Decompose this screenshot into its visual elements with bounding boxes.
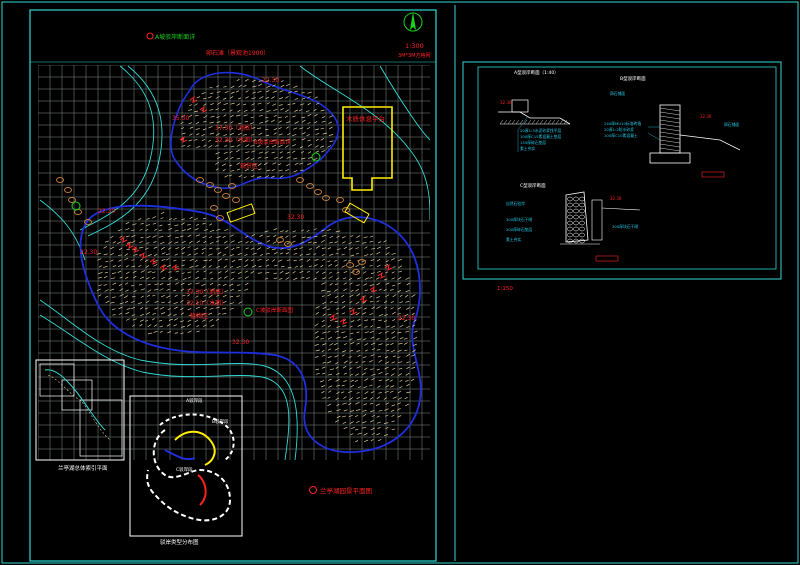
pond-edge-lower xyxy=(79,204,422,453)
svg-text:自然石驳岸: 自然石驳岸 xyxy=(506,201,525,206)
section-b-drawing: B型驳岸断面 32.30 卵石铺面 240厚MU10标准砖墙 20厚1:2防水砂… xyxy=(604,75,741,178)
elev-lower-center: 32.30 xyxy=(232,339,249,346)
zone-label-b: B驳岸段 xyxy=(212,418,229,425)
svg-text:240厚MU10标准砖墙: 240厚MU10标准砖墙 xyxy=(604,121,641,126)
section-b-title: B型驳岸断面 xyxy=(620,75,646,82)
zone-map-title: 驳岸类型分布图 xyxy=(160,538,199,546)
elev-center: 32.30 xyxy=(287,214,304,221)
svg-text:300厚块石干砌: 300厚块石干砌 xyxy=(612,224,638,229)
pool-upper-1: 37.30（池底） xyxy=(215,124,256,132)
pool-lower-2: 32.10（水面） xyxy=(186,299,227,307)
boulder-edge xyxy=(56,177,366,275)
plan-scale: 1:300 xyxy=(405,42,424,50)
svg-text:20厚1:2防水砂浆: 20厚1:2防水砂浆 xyxy=(604,127,634,132)
section-a-drawing: A型驳岸断面（1:40） 32.30 20厚1:3水泥砂浆找平层 100厚C15… xyxy=(498,69,571,152)
label-planting-zone: 植物区 xyxy=(190,312,208,320)
svg-text:卵石铺面: 卵石铺面 xyxy=(610,91,625,96)
main-sheet-frame xyxy=(29,9,437,562)
wood-platform[interactable] xyxy=(342,106,393,191)
pond-edge-upper xyxy=(170,71,340,189)
zone-map-inset xyxy=(129,395,243,537)
pebble-hatch-lower xyxy=(96,211,418,443)
label-platform: 木质休息平台 xyxy=(346,114,385,123)
index-map-title: 兰亭湖总体索引平面 xyxy=(58,464,108,472)
section-callout-icon xyxy=(146,32,154,40)
grid-note: 3M*3M方格网 xyxy=(398,52,431,59)
callout-b: B坡驳岸断面详 xyxy=(254,138,291,146)
svg-text:卵石铺面: 卵石铺面 xyxy=(724,122,739,127)
callout-c: C坡驳岸断面图 xyxy=(256,306,293,314)
zone-label-c: C驳岸段 xyxy=(176,466,193,473)
red-edge-marks xyxy=(119,95,393,325)
elev-right: 22.30 xyxy=(398,315,415,322)
section-a-title: A型驳岸断面（1:40） xyxy=(514,69,559,76)
svg-text:素土夯实: 素土夯实 xyxy=(506,237,521,242)
plan-title-marker xyxy=(309,486,317,494)
detail-frame-outer xyxy=(462,61,782,280)
detail-scale: 1:150 xyxy=(497,286,513,292)
svg-text:20厚1:3水泥砂浆找平层: 20厚1:3水泥砂浆找平层 xyxy=(520,128,562,133)
footbridges xyxy=(226,202,370,224)
label-stone-embankment: 卵石滩（景观池1900） xyxy=(206,49,269,57)
detail-frame-inner xyxy=(477,66,777,270)
svg-text:200厚碎石垫层: 200厚碎石垫层 xyxy=(506,227,532,232)
svg-text:150厚碎石垫层: 150厚碎石垫层 xyxy=(520,140,546,145)
elevation-labels: 22.30 35.30 22.30 22.30 32.30 32.30 22.3… xyxy=(80,77,415,346)
svg-text:100厚C10素混凝土: 100厚C10素混凝土 xyxy=(604,133,638,138)
elev-left: 22.30 xyxy=(80,249,97,256)
green-markers xyxy=(71,152,321,317)
callout-a: A坡驳岸断面详 xyxy=(155,33,195,41)
elev-mid-left: 22.30 xyxy=(98,208,115,215)
north-arrow-icon xyxy=(403,12,423,32)
index-map-inset xyxy=(35,359,125,461)
pool-lower-1: 37.30（池底） xyxy=(186,288,227,296)
section-c-title: C型驳岸断面 xyxy=(520,182,546,189)
section-c-level: 32.30 xyxy=(610,196,622,201)
plan-title: 兰亭湖园景平面图 xyxy=(320,486,372,495)
elev-top: 22.30 xyxy=(262,77,279,84)
svg-text:300厚块石干砌: 300厚块石干砌 xyxy=(506,217,532,222)
site-paths xyxy=(39,65,430,460)
section-a-level: 32.30 xyxy=(500,100,512,105)
section-c-drawing: C型驳岸断面 32.30 自然石驳岸 300厚块石干砌 200厚碎石垫层 素土夯… xyxy=(506,182,641,262)
section-b-level: 32.30 xyxy=(700,114,712,119)
pool-upper-2: 32.30（水面） xyxy=(215,136,256,144)
zone-label-a: A驳岸段 xyxy=(186,397,203,404)
elev-upper-left: 35.30 xyxy=(172,115,189,122)
pebble-hatch-upper xyxy=(180,77,334,179)
svg-text:素土夯实: 素土夯实 xyxy=(520,146,535,151)
svg-text:100厚C15素混凝土垫层: 100厚C15素混凝土垫层 xyxy=(520,134,562,139)
label-flower-zone: 观赏区 xyxy=(240,162,258,170)
